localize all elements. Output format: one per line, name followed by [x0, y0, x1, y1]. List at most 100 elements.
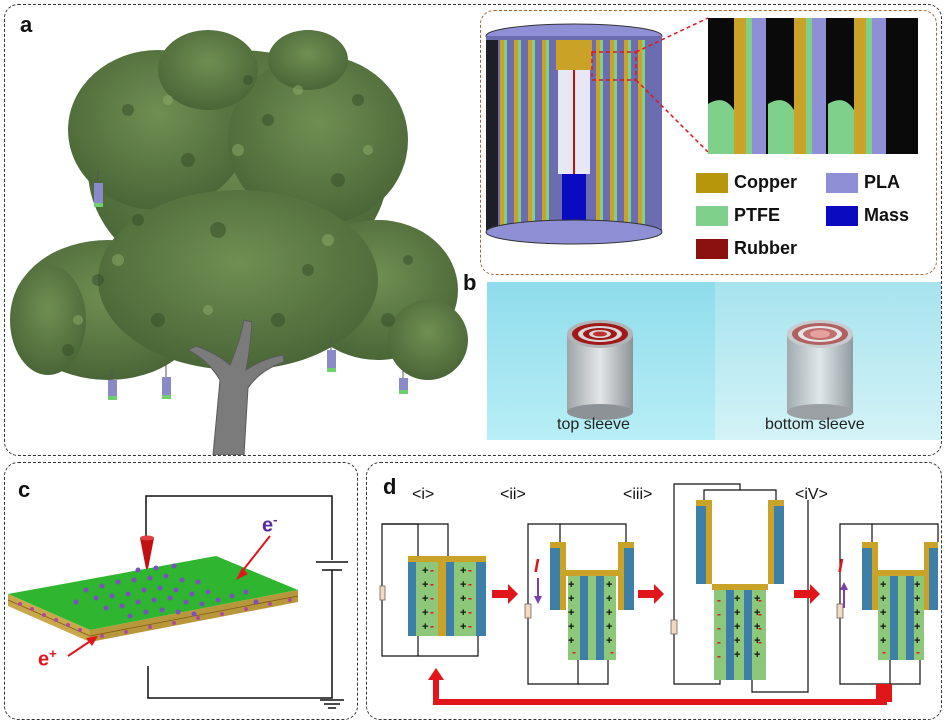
svg-text:-: -	[430, 605, 434, 619]
legend-rubber: Rubber	[696, 238, 797, 259]
svg-text:+: +	[422, 579, 428, 591]
svg-text:+: +	[880, 579, 886, 591]
svg-text:+: +	[914, 607, 920, 619]
svg-text:+: +	[734, 593, 740, 605]
legend-swatch	[826, 172, 858, 193]
svg-text:+: +	[754, 593, 760, 605]
svg-text:-: -	[758, 621, 762, 635]
legend-copper: Copper	[696, 172, 797, 193]
device-cutaway	[485, 17, 918, 245]
svg-text:+: +	[568, 607, 574, 619]
svg-text:+: +	[754, 607, 760, 619]
svg-text:-: -	[717, 649, 721, 663]
svg-text:-: -	[758, 635, 762, 649]
svg-text:+: +	[606, 579, 612, 591]
svg-text:+: +	[460, 579, 466, 591]
svg-text:+: +	[568, 593, 574, 605]
svg-text:+: +	[606, 621, 612, 633]
svg-text:-: -	[717, 607, 721, 621]
legend-mass: Mass	[826, 205, 909, 226]
svg-text:+: +	[880, 621, 886, 633]
svg-text:+: +	[754, 649, 760, 661]
svg-text:-: -	[468, 605, 472, 619]
svg-text:+: +	[460, 593, 466, 605]
legend-swatch	[826, 205, 858, 226]
svg-text:-: -	[468, 619, 472, 633]
svg-text:+: +	[734, 635, 740, 647]
legend-pla: PLA	[826, 172, 900, 193]
svg-text:-: -	[468, 591, 472, 605]
svg-text:+: +	[734, 649, 740, 661]
svg-text:+: +	[880, 593, 886, 605]
svg-text:+: +	[754, 635, 760, 647]
legend-swatch	[696, 238, 728, 259]
label-c: c	[18, 477, 31, 502]
svg-text:+: +	[606, 593, 612, 605]
electron-label: e-	[262, 512, 278, 537]
svg-text:-: -	[468, 563, 472, 577]
legend-ptfe: PTFE	[696, 205, 780, 226]
legend-swatch	[696, 205, 728, 226]
svg-text:-: -	[916, 645, 920, 659]
svg-text:+: +	[422, 607, 428, 619]
svg-text:-: -	[717, 635, 721, 649]
svg-text:+: +	[568, 621, 574, 633]
tree-illustration	[10, 30, 468, 455]
label-a: a	[20, 12, 33, 37]
svg-text:+: +	[914, 635, 920, 647]
svg-text:+: +	[880, 635, 886, 647]
stage-label-iii: <iii>	[623, 486, 653, 503]
stage-i: +++++ +++++ ----- -----	[379, 523, 486, 657]
panel-d-frame	[366, 462, 942, 720]
svg-text:+: +	[914, 593, 920, 605]
panel-a-inset-frame	[480, 10, 937, 275]
current-label-iv: I	[838, 556, 844, 576]
svg-text:-: -	[572, 645, 576, 659]
svg-text:+: +	[568, 635, 574, 647]
svg-text:+: +	[460, 621, 466, 633]
stage-label-i: <i>	[412, 486, 435, 503]
panel-c-frame	[4, 462, 358, 720]
svg-text:+: +	[914, 579, 920, 591]
svg-text:+: +	[734, 607, 740, 619]
hole-label: e+	[38, 646, 57, 671]
label-b: b	[463, 270, 477, 295]
svg-text:+: +	[422, 621, 428, 633]
svg-text:-: -	[430, 591, 434, 605]
svg-text:-: -	[610, 645, 614, 659]
svg-text:+: +	[460, 607, 466, 619]
working-mechanism-schematic: +++++ +++++ ----- ----- +++++ +++++ -- I	[379, 483, 939, 705]
stage-iii: +++++ +++++ ----- ----	[670, 483, 809, 693]
svg-text:-: -	[882, 645, 886, 659]
caption-top-sleeve: top sleeve	[557, 416, 630, 433]
svg-text:+: +	[460, 565, 466, 577]
svg-text:-: -	[758, 607, 762, 621]
svg-text:+: +	[914, 621, 920, 633]
svg-text:+: +	[606, 635, 612, 647]
svg-text:-: -	[717, 621, 721, 635]
svg-text:+: +	[880, 607, 886, 619]
hanging-devices	[94, 170, 408, 400]
svg-text:-: -	[430, 563, 434, 577]
stage-iv: + + + + + + + + + + - - I	[836, 523, 939, 685]
current-label-ii: I	[534, 556, 540, 576]
svg-text:+: +	[606, 607, 612, 619]
svg-text:+: +	[422, 593, 428, 605]
svg-text:+: +	[568, 579, 574, 591]
svg-text:+: +	[422, 565, 428, 577]
stage-label-iv: <iV>	[795, 486, 828, 503]
panel-a-frame	[4, 4, 942, 456]
stage-label-ii: <ii>	[500, 486, 526, 503]
device-photo	[487, 282, 941, 440]
label-d: d	[383, 474, 397, 499]
contact-electrification-diagram	[7, 495, 348, 709]
svg-text:-: -	[430, 619, 434, 633]
svg-text:-: -	[468, 577, 472, 591]
caption-bottom-sleeve: bottom sleeve	[765, 416, 865, 433]
svg-text:-: -	[758, 593, 762, 607]
svg-text:+: +	[754, 621, 760, 633]
svg-text:-: -	[430, 577, 434, 591]
stage-ii: + + + + + + + + + + - - I	[524, 523, 634, 685]
svg-text:-: -	[717, 593, 721, 607]
svg-text:+: +	[734, 621, 740, 633]
